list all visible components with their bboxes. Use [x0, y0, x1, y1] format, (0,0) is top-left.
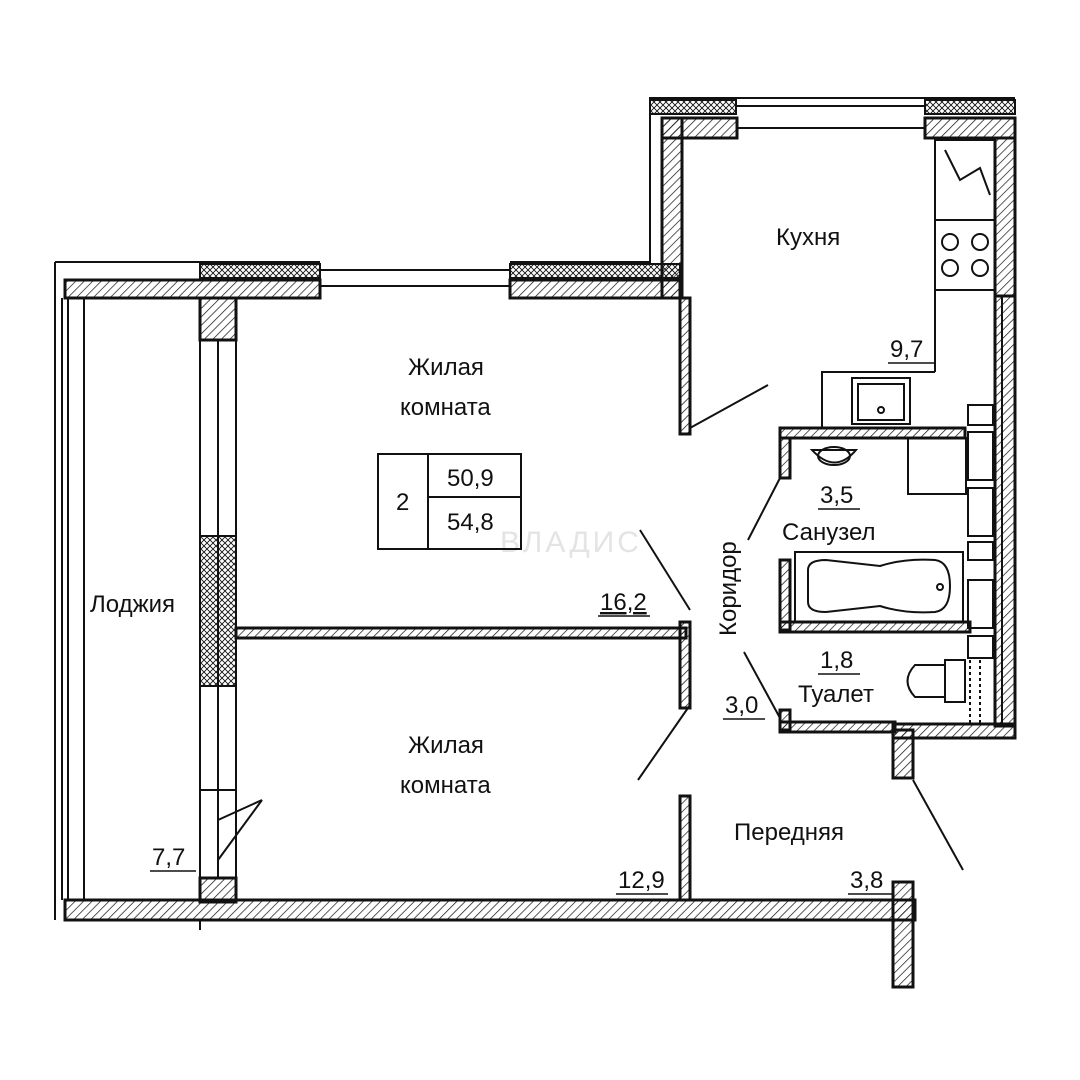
- hall-area: 3,8: [850, 867, 883, 894]
- living2-name-line1: Жилая: [408, 732, 484, 759]
- area-summary-box: [377, 453, 522, 550]
- total-area: 54,8: [447, 509, 494, 536]
- loggia-outline: [67, 297, 263, 930]
- living2-area: 12,9: [618, 867, 665, 894]
- living1-area: 16,2: [600, 589, 647, 616]
- bathroom-area: 3,5: [820, 482, 853, 509]
- living1-name-line1: Жилая: [408, 354, 484, 381]
- toilet-name: Туалет: [798, 681, 874, 708]
- loggia-area: 7,7: [152, 844, 185, 871]
- kitchen-name: Кухня: [776, 224, 840, 251]
- bath-fixtures: [794, 404, 994, 724]
- watermark: ВЛАДИС: [500, 526, 642, 559]
- bathroom-name: Санузел: [782, 519, 876, 546]
- living1-name-line2: комната: [400, 394, 491, 421]
- corridor-name: Коридор: [715, 541, 742, 636]
- rooms-count: 2: [396, 489, 409, 516]
- loggia-name: Лоджия: [90, 591, 175, 618]
- kitchen-equipment: [821, 139, 996, 428]
- corridor-area: 3,0: [725, 692, 758, 719]
- hall-name: Передняя: [734, 819, 844, 846]
- interior-walls: [234, 296, 972, 902]
- envelope-lines: [54, 97, 1015, 920]
- kitchen-area: 9,7: [890, 336, 923, 363]
- outer-walls: [63, 116, 1017, 989]
- door-swings: [637, 384, 964, 871]
- living-area: 50,9: [447, 465, 494, 492]
- living2-name-line2: комната: [400, 772, 491, 799]
- toilet-area: 1,8: [820, 647, 853, 674]
